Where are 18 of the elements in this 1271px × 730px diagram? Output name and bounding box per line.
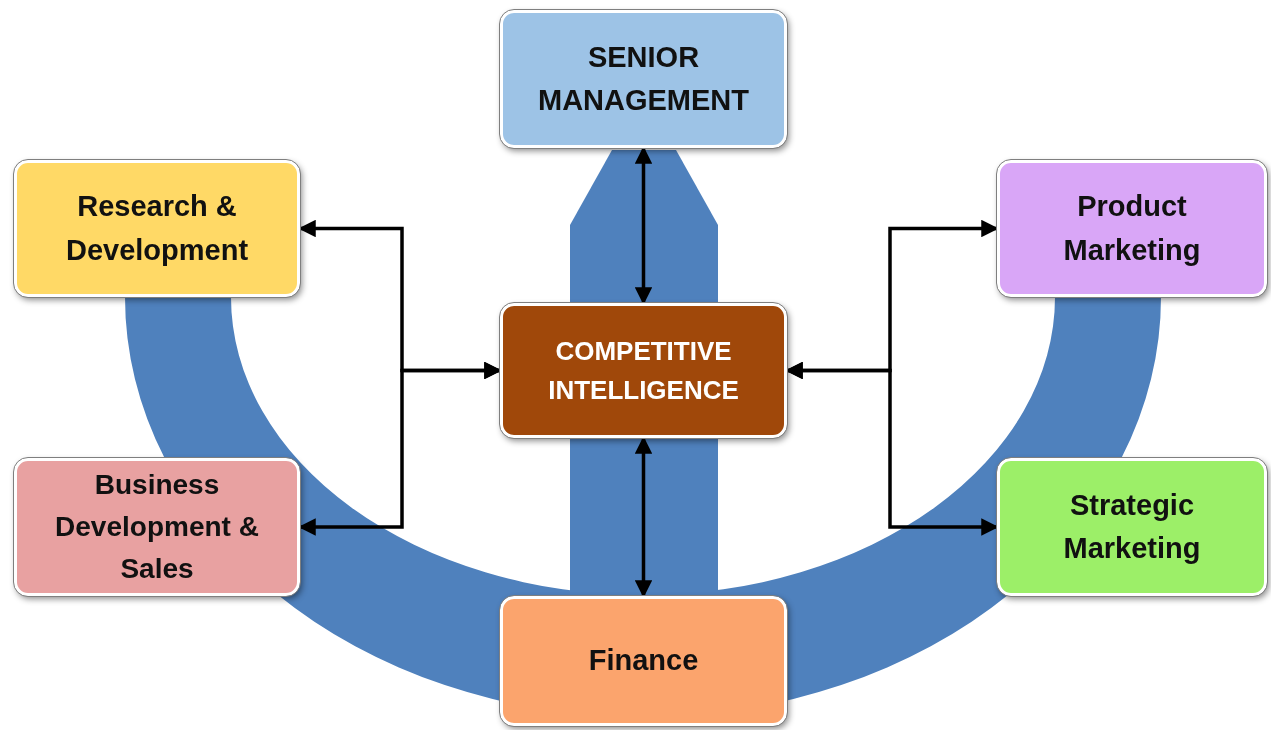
department-box [14,160,300,297]
double-arrow [634,146,653,305]
double-arrow [785,361,999,536]
department-box [500,10,787,148]
box-label: Finance [588,643,699,679]
department-box [500,596,787,726]
box-label: Strategic Marketing [1062,487,1202,566]
box-label: Product Marketing [1062,189,1202,268]
double-arrow [634,436,653,598]
department-box [997,160,1267,297]
department-box [997,458,1267,596]
department-box [14,458,300,596]
double-arrow [298,361,502,536]
box-label: SENIOR MANAGEMENT [536,39,750,118]
department-box [500,303,787,438]
box-label: COMPETITIVE INTELLIGENCE [547,334,740,407]
box-label: Business Development & Sales [54,468,260,586]
box-label: Research & Development [64,189,250,268]
